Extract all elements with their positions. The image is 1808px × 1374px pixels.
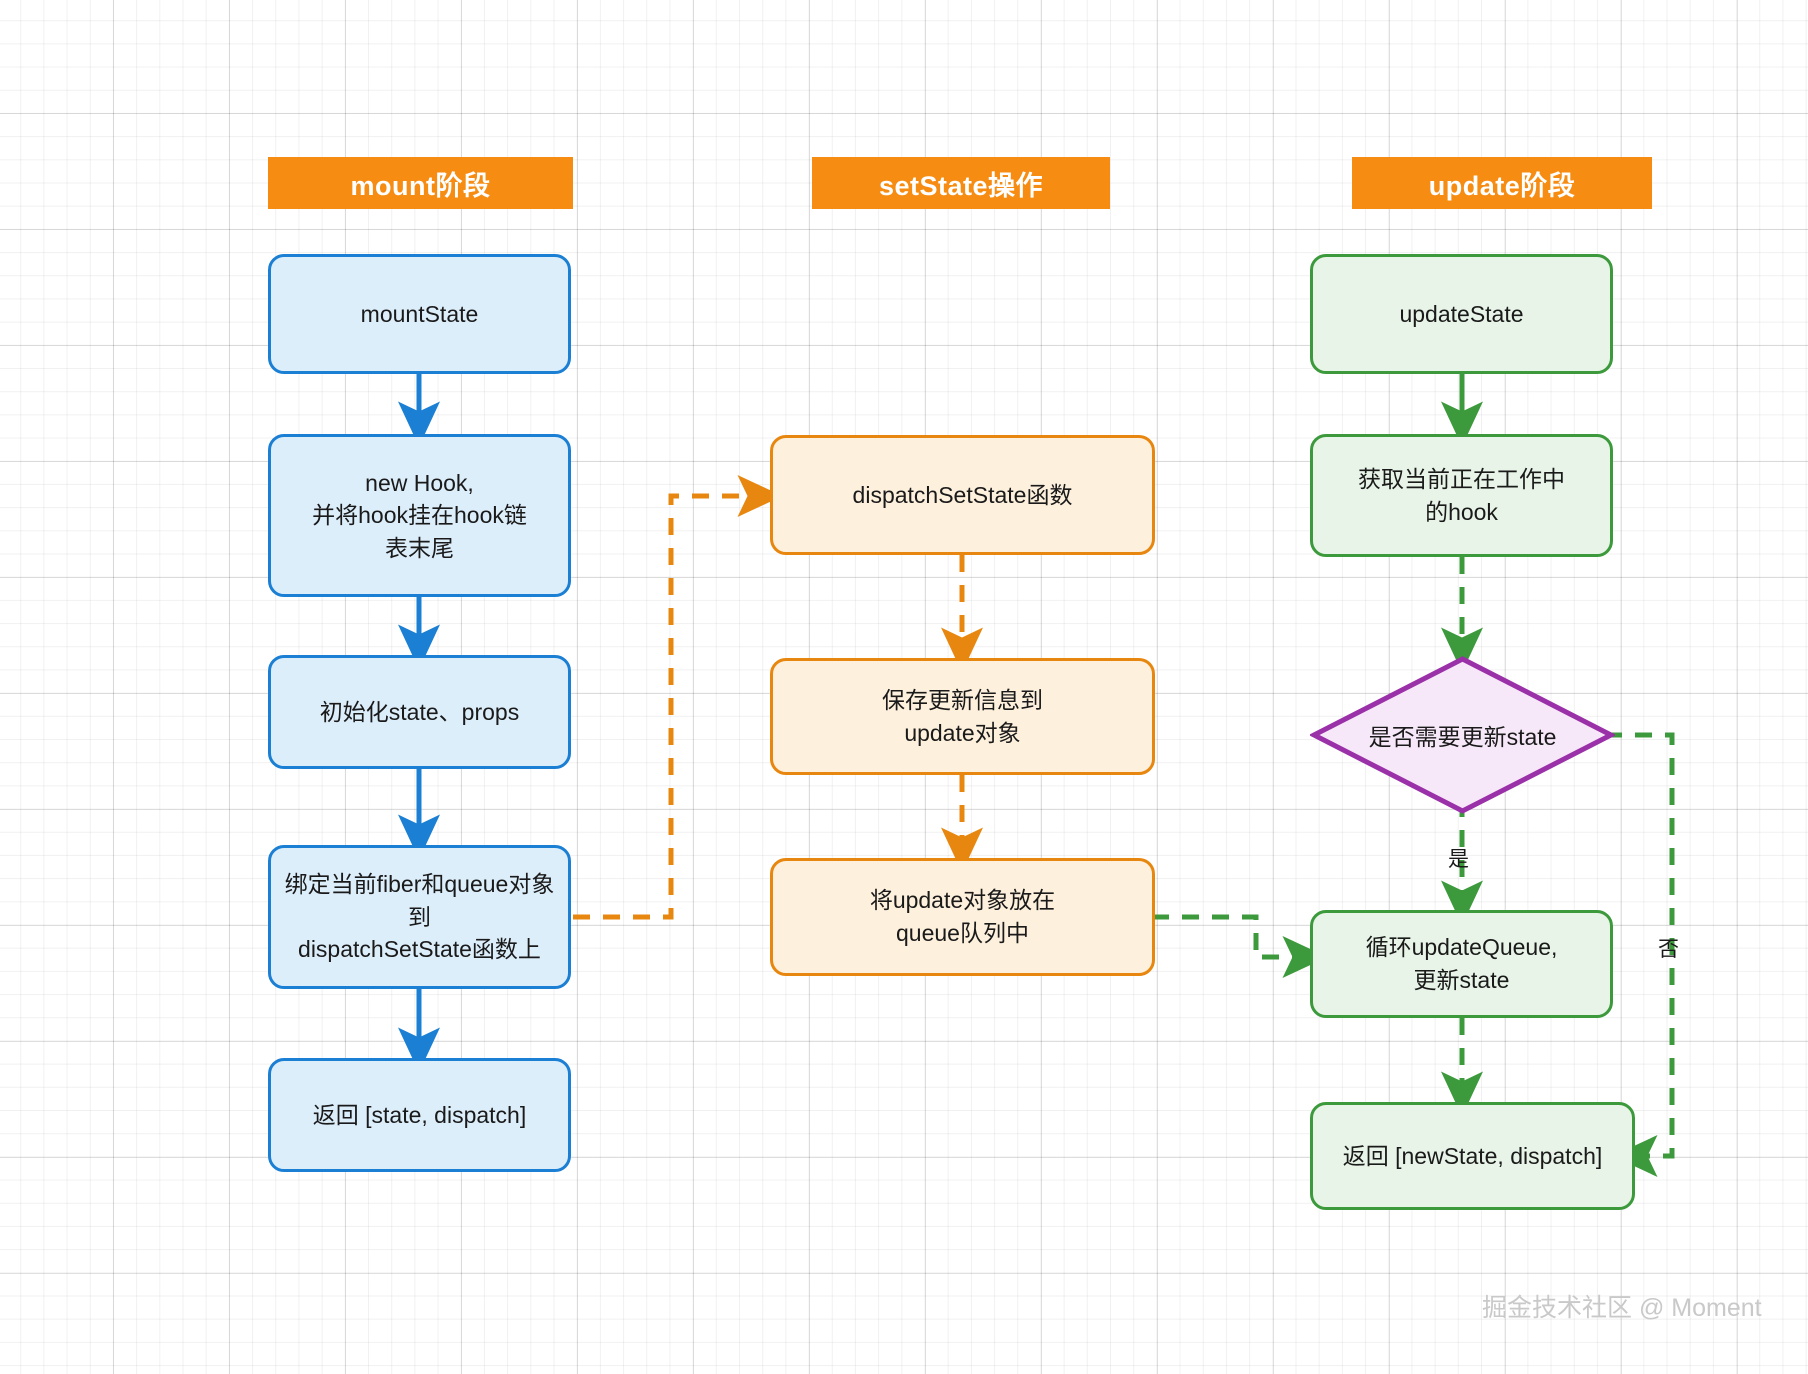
edge-label-no: 否 [1658, 938, 1679, 961]
decision-label: 是否需要更新state [1368, 724, 1557, 750]
column-banner-mount: mount阶段 [268, 157, 573, 209]
node-mount-state[interactable]: mountState [268, 254, 571, 374]
column-banner-update: update阶段 [1352, 157, 1652, 209]
node-loop-update-queue[interactable]: 循环updateQueue, 更新state [1310, 910, 1613, 1018]
node-return-state-dispatch[interactable]: 返回 [state, dispatch] [268, 1058, 571, 1172]
node-update-state[interactable]: updateState [1310, 254, 1613, 374]
node-dispatch-setstate-fn[interactable]: dispatchSetState函数 [770, 435, 1155, 555]
watermark: 掘金技术社区 @ Moment [1482, 1294, 1762, 1322]
edge-label-yes: 是 [1448, 848, 1469, 871]
node-bind-fiber-queue[interactable]: 绑定当前fiber和queue对象 到 dispatchSetState函数上 [268, 845, 571, 989]
node-get-working-hook[interactable]: 获取当前正在工作中 的hook [1310, 434, 1613, 557]
edge-bind-to-dispatch-setstate [573, 475, 783, 920]
node-init-state-props[interactable]: 初始化state、props [268, 655, 571, 769]
node-save-update-info[interactable]: 保存更新信息到 update对象 [770, 658, 1155, 775]
node-new-hook[interactable]: new Hook, 并将hook挂在hook链 表末尾 [268, 434, 571, 597]
diamond-shape [1310, 656, 1615, 814]
node-return-newstate-dispatch[interactable]: 返回 [newState, dispatch] [1310, 1102, 1635, 1210]
node-put-update-in-queue[interactable]: 将update对象放在 queue队列中 [770, 858, 1155, 976]
column-banner-setstate: setState操作 [812, 157, 1110, 209]
node-need-update-decision[interactable]: 是否需要更新state [1310, 655, 1615, 815]
edge-queue-to-loop-update [1152, 914, 1328, 979]
